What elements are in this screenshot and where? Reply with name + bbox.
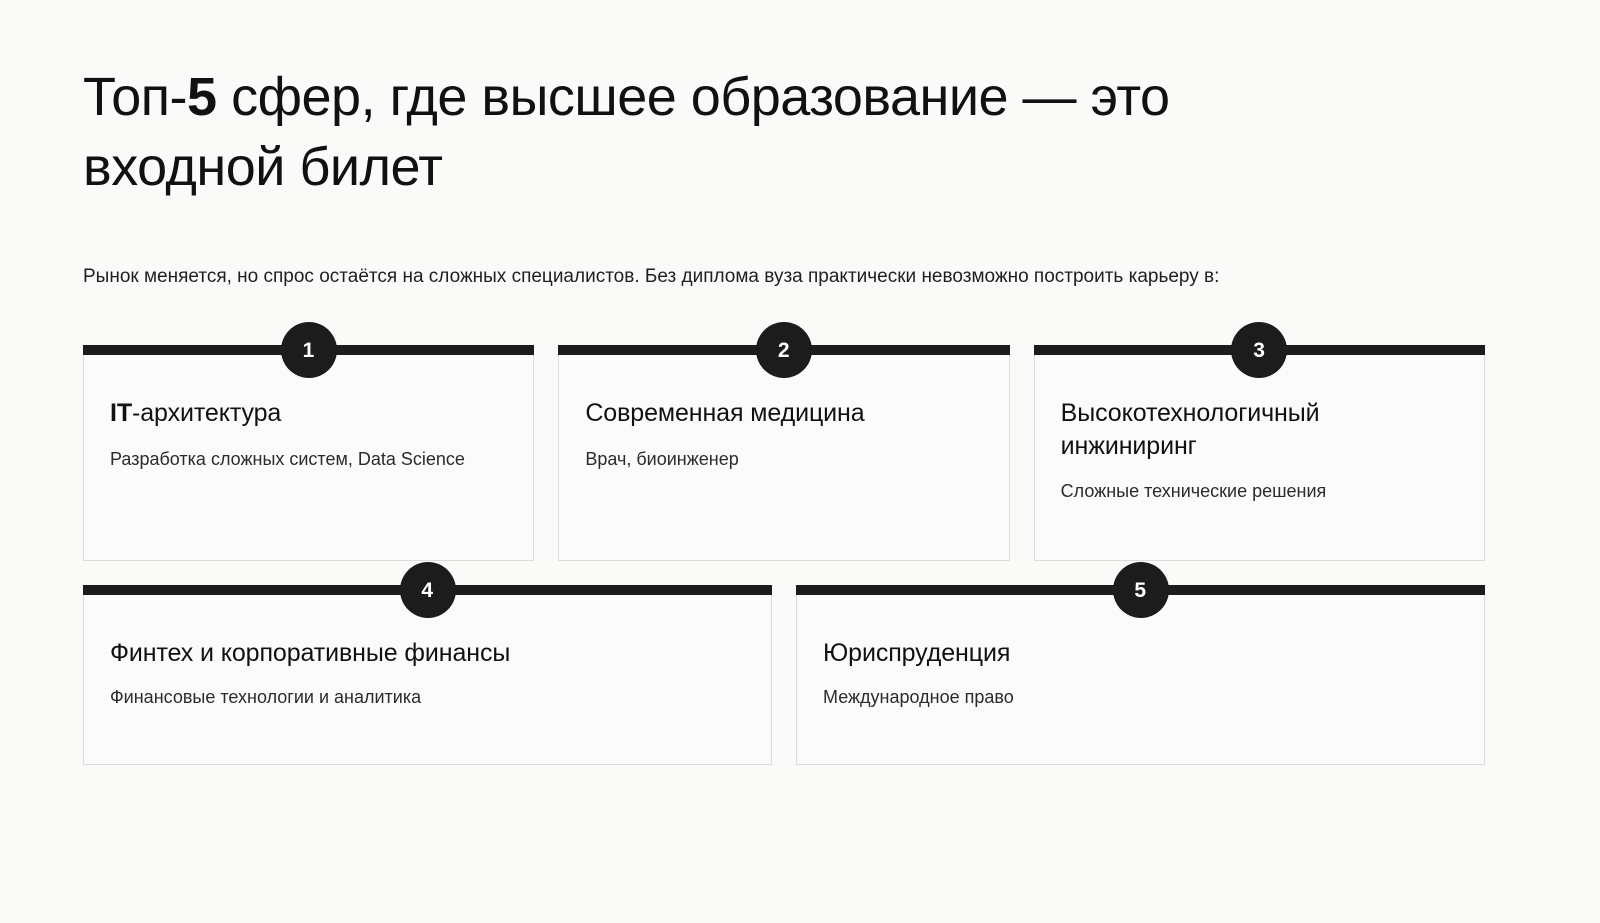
page-title-rest: сфер, где высшее образование — это входн…: [83, 67, 1170, 198]
card-title-rest-part: Высокотехнологичный инжиниринг: [1060, 399, 1320, 460]
card-description-2: Врач, биоинженер: [585, 448, 739, 469]
card-title-rest-part: Финтех и корпоративные финансы: [110, 639, 511, 668]
card-number-badge-4: 4: [399, 562, 456, 619]
card-title-4: Финтех и корпоративные финансы: [110, 637, 745, 670]
card-title-bold-part: IT: [110, 399, 133, 428]
card-title-rest-part: Современная медицина: [585, 399, 865, 428]
card-number-badge-5: 5: [1112, 562, 1169, 619]
card-row-1: 1 IT-архитектура Разработка сложных сист…: [83, 322, 1485, 562]
sphere-card-5: 5 Юриспруденция Международное право: [796, 562, 1485, 766]
card-number-badge-2: 2: [755, 322, 812, 379]
intro-paragraph: Рынок меняется, но спрос остаётся на сло…: [83, 266, 1220, 288]
content-container: Топ-5 сфер, где высшее образование — это…: [83, 0, 1485, 766]
sphere-card-1: 1 IT-архитектура Разработка сложных сист…: [83, 322, 535, 562]
card-description-4: Финансовые технологии и аналитика: [110, 686, 422, 707]
card-description-3: Сложные технические решения: [1060, 481, 1327, 502]
page-title: Топ-5 сфер, где высшее образование — это…: [83, 62, 1373, 202]
card-number-badge-3: 3: [1231, 322, 1288, 379]
card-description-5: Международное право: [823, 686, 1014, 707]
card-number-badge-1: 1: [280, 322, 337, 379]
card-row-2: 4 Финтех и корпоративные финансы Финансо…: [83, 562, 1485, 766]
card-title-3: Высокотехнологичный инжиниринг: [1061, 397, 1458, 462]
page-title-accent-number: 5: [187, 67, 217, 127]
sphere-card-4: 4 Финтех и корпоративные финансы Финансо…: [83, 562, 772, 766]
sphere-card-grid: 1 IT-архитектура Разработка сложных сист…: [83, 322, 1485, 766]
card-title-rest-part: -архитектура: [132, 399, 282, 428]
sphere-card-3: 3 Высокотехнологичный инжиниринг Сложные…: [1033, 322, 1485, 562]
card-description-1: Разработка сложных систем, Data Science: [110, 448, 465, 469]
card-title-rest-part: Юриспруденция: [823, 639, 1011, 668]
sphere-card-2: 2 Современная медицина Врач, биоинженер: [558, 322, 1010, 562]
card-title-5: Юриспруденция: [823, 637, 1458, 670]
card-title-1: IT-архитектура: [110, 397, 507, 430]
page-title-prefix: Топ-: [83, 67, 188, 127]
card-title-2: Современная медицина: [585, 397, 982, 430]
